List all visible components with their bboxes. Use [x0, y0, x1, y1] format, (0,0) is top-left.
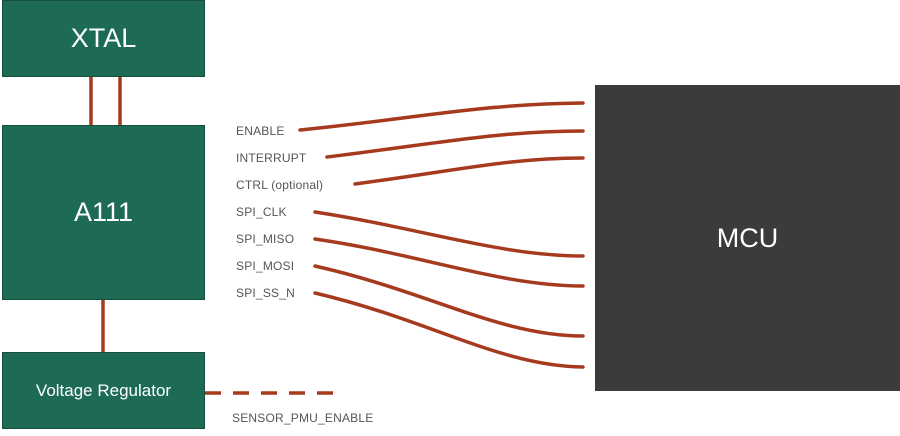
wire-spi-ss-n [313, 291, 585, 369]
xtal-block: XTAL [2, 0, 205, 77]
wire-interrupt [325, 129, 585, 159]
wire-spi-clk [313, 210, 585, 258]
signal-label-sensor-pmu-enable: SENSOR_PMU_ENABLE [232, 411, 374, 425]
a111-label: A111 [73, 197, 134, 227]
wire-spi-miso [313, 237, 585, 288]
xtal-label: XTAL [70, 23, 137, 53]
signal-label-spi-mosi: SPI_MOSI [236, 259, 295, 273]
voltage-regulator-block: Voltage Regulator [2, 352, 205, 429]
wire-enable [298, 101, 585, 132]
wire-ctrl [353, 156, 585, 186]
signal-label-enable: ENABLE [236, 124, 285, 138]
signal-label-ctrl: CTRL (optional) [236, 178, 324, 192]
signal-label-spi-clk: SPI_CLK [236, 205, 287, 219]
signal-label-spi-ss-n: SPI_SS_N [236, 286, 295, 300]
voltage-regulator-label: Voltage Regulator [35, 380, 172, 400]
signal-label-spi-miso: SPI_MISO [236, 232, 295, 246]
signal-label-interrupt: INTERRUPT [236, 151, 307, 165]
a111-block: A111 [2, 125, 205, 300]
mcu-block: MCU [595, 85, 900, 391]
wire-spi-mosi [313, 264, 585, 338]
mcu-label: MCU [716, 222, 779, 253]
